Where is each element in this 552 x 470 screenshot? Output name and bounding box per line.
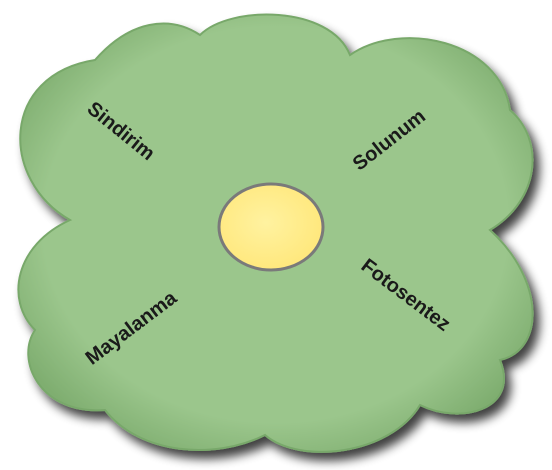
flower-center: [219, 184, 323, 270]
